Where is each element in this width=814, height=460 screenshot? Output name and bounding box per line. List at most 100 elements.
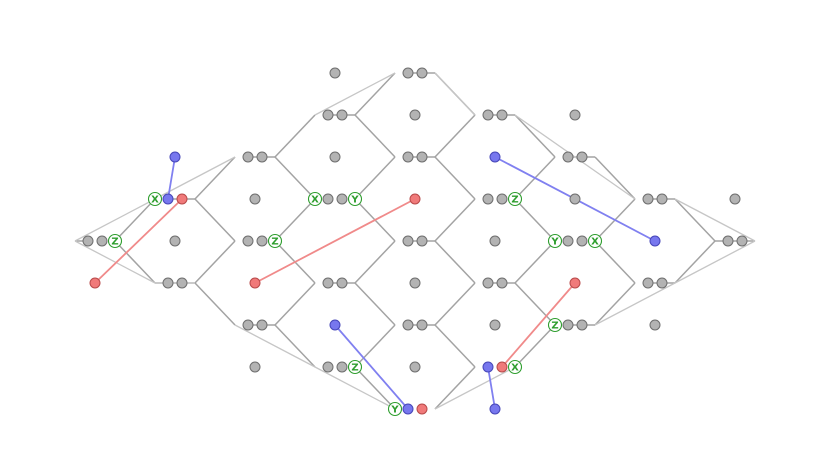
check-text: Z xyxy=(511,195,518,206)
lattice-edge-light xyxy=(594,282,676,326)
qubit xyxy=(322,361,334,373)
qubit xyxy=(416,319,428,331)
qubit xyxy=(489,319,501,331)
check-label: Z xyxy=(107,233,123,249)
blue-link xyxy=(487,366,496,410)
qubit xyxy=(576,235,588,247)
lattice-edge-light xyxy=(74,240,156,284)
qubit xyxy=(169,235,181,247)
qubit xyxy=(402,235,414,247)
qubit-blue xyxy=(482,361,494,373)
lattice-edge-light xyxy=(154,156,236,200)
qubit xyxy=(162,277,174,289)
lattice-edge-light xyxy=(514,114,636,200)
qubit xyxy=(402,319,414,331)
qubit-blue xyxy=(489,403,501,415)
qubit xyxy=(482,109,494,121)
qubit xyxy=(409,109,421,121)
qubit xyxy=(416,151,428,163)
lattice-edge xyxy=(194,240,236,284)
red-link xyxy=(94,198,183,284)
qubit xyxy=(576,319,588,331)
lattice-edge-light xyxy=(234,324,316,368)
check-label: Z xyxy=(547,317,563,333)
check-text: Z xyxy=(271,237,278,248)
qubit-blue xyxy=(649,235,661,247)
qubit-blue xyxy=(329,319,341,331)
qubit xyxy=(242,235,254,247)
check-label: X xyxy=(587,233,603,249)
lattice-edge xyxy=(514,114,556,158)
check-label: Z xyxy=(267,233,283,249)
lattice-edge-light xyxy=(314,72,396,116)
red-link xyxy=(254,198,416,284)
qubit xyxy=(562,151,574,163)
check-text: X xyxy=(151,195,159,206)
qubit xyxy=(336,361,348,373)
qubit-red xyxy=(249,277,261,289)
check-label: Y xyxy=(347,191,363,207)
lattice-edge xyxy=(274,198,316,242)
check-circle xyxy=(507,359,523,375)
lattice-edge xyxy=(354,324,396,368)
check-text: X xyxy=(311,195,319,206)
qubit xyxy=(409,277,421,289)
qubit xyxy=(562,319,574,331)
qubit xyxy=(576,151,588,163)
qubit-red xyxy=(176,193,188,205)
lattice-edge-light xyxy=(674,240,756,284)
qubit xyxy=(329,67,341,79)
qubit-red xyxy=(496,361,508,373)
lattice-edge xyxy=(434,198,476,242)
qubit xyxy=(242,319,254,331)
lattice-edge xyxy=(594,282,636,326)
lattice-edge xyxy=(434,324,476,368)
qubit xyxy=(322,277,334,289)
check-circle xyxy=(547,317,563,333)
check-label: X xyxy=(307,191,323,207)
lattice-edge xyxy=(274,156,316,200)
qubit xyxy=(256,235,268,247)
qubit xyxy=(656,193,668,205)
lattice-edge xyxy=(114,198,156,242)
check-text: Z xyxy=(351,363,358,374)
qubit xyxy=(496,193,508,205)
check-text: X xyxy=(591,237,599,248)
check-circle xyxy=(587,233,603,249)
qubit-red xyxy=(569,277,581,289)
lattice-edge xyxy=(434,156,476,200)
check-text: X xyxy=(511,363,519,374)
check-text: Z xyxy=(111,237,118,248)
lattice-edge xyxy=(674,240,716,284)
check-circle xyxy=(107,233,123,249)
lattice-edge xyxy=(354,240,396,284)
qubit xyxy=(96,235,108,247)
check-label: Z xyxy=(347,359,363,375)
qubit xyxy=(656,277,668,289)
qubit xyxy=(736,235,748,247)
lattice-edge xyxy=(194,282,236,326)
qubit xyxy=(482,277,494,289)
qubit xyxy=(482,193,494,205)
qubit xyxy=(336,277,348,289)
check-circle xyxy=(347,191,363,207)
lattice-edge xyxy=(354,72,396,116)
lattice-edge xyxy=(514,282,556,326)
qubit-red xyxy=(89,277,101,289)
lattice-edge xyxy=(274,282,316,326)
qubit xyxy=(402,151,414,163)
qubit xyxy=(416,67,428,79)
highlight-links xyxy=(94,156,656,410)
qubit xyxy=(569,193,581,205)
check-label: Y xyxy=(547,233,563,249)
qubit-blue xyxy=(169,151,181,163)
qubit xyxy=(409,361,421,373)
qubit xyxy=(569,109,581,121)
lattice-edge xyxy=(434,240,476,284)
lattice-edge xyxy=(434,366,476,410)
qubit xyxy=(336,193,348,205)
check-label: X xyxy=(147,191,163,207)
qubit xyxy=(562,235,574,247)
